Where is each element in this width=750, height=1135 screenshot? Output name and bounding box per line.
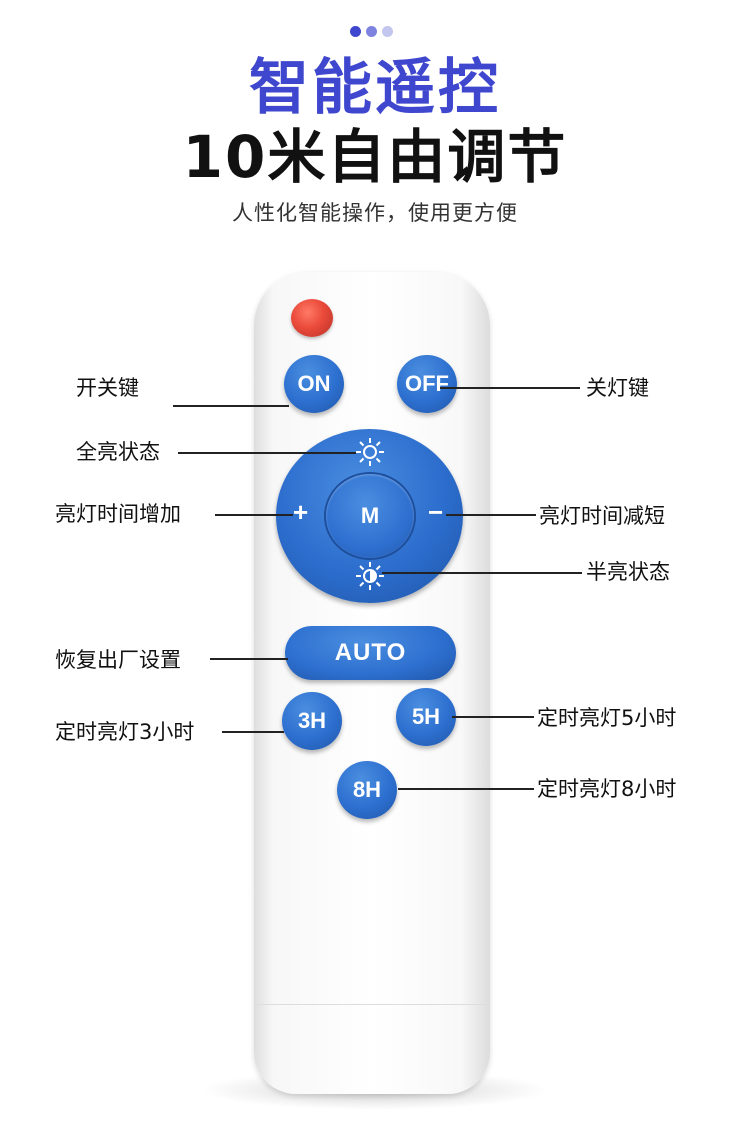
remote-body (254, 272, 490, 1094)
callout-line (446, 514, 536, 516)
callout-line (173, 405, 289, 407)
label-time-increase: 亮灯时间增加 (55, 502, 181, 526)
pagination-dot (350, 26, 361, 37)
callout-line (210, 658, 288, 660)
label-off-key: 关灯键 (586, 376, 649, 400)
callout-line (398, 788, 534, 790)
auto-button[interactable]: AUTO (285, 626, 456, 680)
label-factory-reset: 恢复出厂设置 (55, 648, 181, 672)
remote-seam (256, 1004, 488, 1005)
callout-line (178, 452, 356, 454)
minus-button[interactable]: − (428, 497, 444, 527)
subtitle: 人性化智能操作，使用更方便 (232, 201, 518, 225)
on-button[interactable]: ON (284, 355, 344, 413)
label-full-bright: 全亮状态 (76, 440, 160, 464)
callout-line (215, 514, 293, 516)
timer-5h-button[interactable]: 5H (396, 688, 456, 746)
pagination-dots (350, 26, 393, 37)
callout-line (452, 716, 534, 718)
headline-secondary: 10米自由调节 (182, 123, 568, 191)
off-button[interactable]: OFF (397, 355, 457, 413)
label-timer-8h: 定时亮灯8小时 (537, 777, 677, 801)
label-on-key: 开关键 (76, 376, 139, 400)
label-timer-3h: 定时亮灯3小时 (55, 720, 195, 744)
sun-half-icon[interactable] (353, 559, 387, 593)
plus-button[interactable]: + (293, 497, 309, 527)
callout-line (382, 572, 582, 574)
label-half-bright: 半亮状态 (586, 560, 670, 584)
timer-8h-button[interactable]: 8H (337, 761, 397, 819)
label-timer-5h: 定时亮灯5小时 (537, 706, 677, 730)
label-time-decrease: 亮灯时间减短 (539, 504, 665, 528)
headline-primary: 智能遥控 (249, 53, 501, 123)
callout-line (440, 387, 580, 389)
timer-3h-button[interactable]: 3H (282, 692, 342, 750)
callout-line (222, 731, 284, 733)
pagination-dot (382, 26, 393, 37)
indicator-led (291, 299, 333, 337)
pagination-dot (366, 26, 377, 37)
mode-button[interactable]: M (326, 474, 414, 558)
sun-full-icon[interactable] (353, 435, 387, 469)
